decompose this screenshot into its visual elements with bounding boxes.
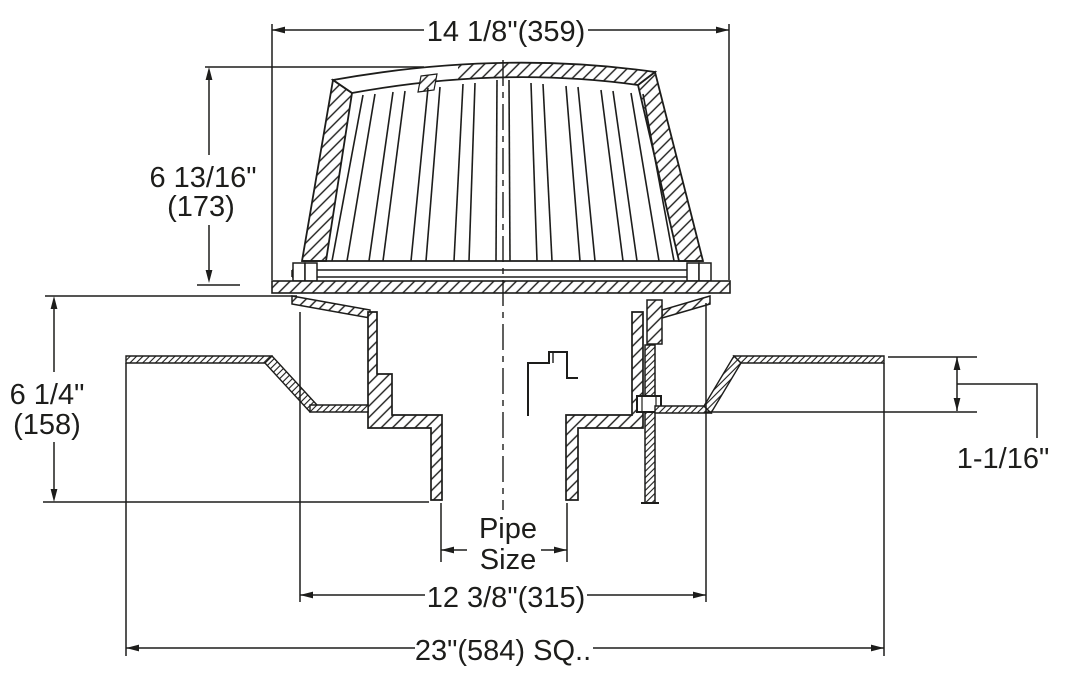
dimension-pipe-size: Pipe Size <box>440 503 568 576</box>
deck-left-lower-strip <box>309 404 369 413</box>
arrowhead <box>272 26 285 34</box>
flange-ring-section <box>271 280 731 294</box>
arrowhead <box>126 644 139 652</box>
clamp-piece <box>646 299 663 345</box>
arrowhead <box>205 67 213 80</box>
bowl-rim-left <box>291 295 371 319</box>
dome-left-section <box>300 78 353 262</box>
deck-flashing-left <box>125 354 369 414</box>
dim-deck-offset-label: 1-1/16" <box>957 443 1050 475</box>
internal-step-profile <box>527 351 578 416</box>
deck-right-top-strip <box>732 355 885 364</box>
arrowhead <box>441 546 454 554</box>
leader-line <box>957 383 1038 438</box>
deck-right-slope <box>703 354 742 415</box>
arrowhead <box>205 270 213 283</box>
dim-top-width-label: 14 1/8"(359) <box>427 16 586 48</box>
dim-flange-width-label: 12 3/8"(315) <box>427 582 586 614</box>
arrowhead <box>871 644 884 652</box>
dim-dome-height-in-label: 6 13/16" <box>149 162 256 194</box>
bowl-right-wall-and-floor <box>565 311 644 501</box>
dim-body-height-in-label: 6 1/4" <box>10 379 85 411</box>
arrowhead <box>50 296 58 309</box>
dimension-overall-width: 23"(584) SQ.. <box>125 363 885 667</box>
arrowhead <box>716 26 729 34</box>
arrowhead <box>300 591 313 599</box>
deck-left-top-strip <box>125 355 273 364</box>
dome-top-band-hatch <box>458 62 655 85</box>
dome-top-band-outline <box>330 61 658 94</box>
dome-right-section <box>636 70 705 262</box>
bowl-left-wall-and-floor <box>367 311 443 501</box>
arrowhead <box>953 398 961 411</box>
bowl-rim-right <box>661 295 711 319</box>
pipe-size-label-line1: Pipe <box>479 513 537 545</box>
dimension-body-height: 6 1/4" (158) <box>10 295 429 503</box>
dim-overall-width-label: 23"(584) SQ.. <box>415 635 591 667</box>
clamp-bolt-assembly <box>636 299 663 504</box>
arrowhead <box>50 489 58 502</box>
pipe-size-label-line2: Size <box>480 544 536 576</box>
dim-dome-height-mm-label: (173) <box>167 191 235 223</box>
dome-base-plate <box>291 269 711 278</box>
dome-top-small-hatch <box>417 73 438 93</box>
dome-strainer <box>291 61 712 282</box>
dome-lugs <box>292 262 712 282</box>
arrowhead <box>953 357 961 370</box>
arrowhead <box>554 546 567 554</box>
dim-body-height-mm-label: (158) <box>13 409 81 441</box>
deck-flashing-right <box>654 354 885 415</box>
clamp-bolt <box>644 344 656 504</box>
dimension-dome-height: 6 13/16" (173) <box>149 66 424 286</box>
drain-bowl <box>367 311 644 501</box>
deck-left-slope <box>264 354 318 414</box>
dimension-deck-offset: 1-1/16" <box>705 356 1050 475</box>
arrowhead <box>693 591 706 599</box>
clamping-flange <box>271 280 731 319</box>
dimension-top-width: 14 1/8"(359) <box>271 16 730 280</box>
dome-ribs <box>331 79 675 262</box>
dimension-flange-width: 12 3/8"(315) <box>299 303 707 614</box>
deck-right-lower-strip <box>654 405 713 414</box>
